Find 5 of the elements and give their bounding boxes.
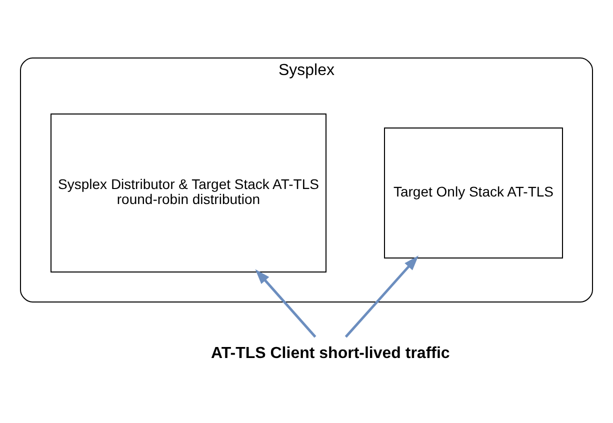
node-box: Target Only Stack AT-TLS (384, 128, 563, 258)
node-text: AT-TLS Client short-lived traffic (211, 344, 450, 362)
arrow (255, 269, 316, 338)
arrow (344, 256, 419, 338)
node-box: Sysplex Distributor & Target Stack AT-TLS round-robin distribution (50, 114, 326, 272)
